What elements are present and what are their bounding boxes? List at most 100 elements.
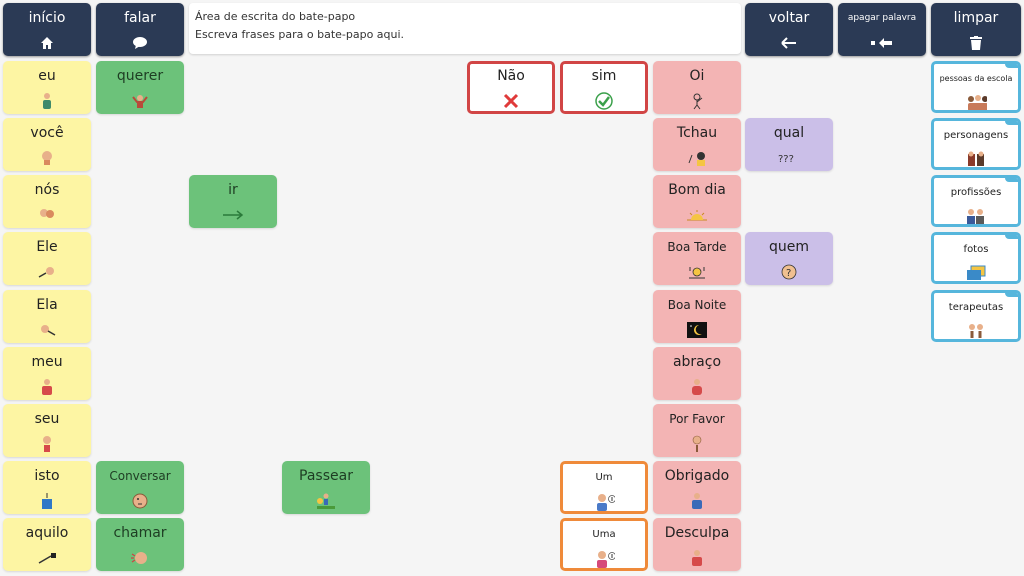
cross-icon <box>500 90 522 111</box>
verb-label: querer <box>116 68 164 84</box>
mine-icon <box>36 376 58 398</box>
group-icon <box>36 204 58 226</box>
clear-label: limpar <box>953 10 999 26</box>
pronoun-label: seu <box>34 411 60 427</box>
who-icon: ? <box>778 261 800 283</box>
question-qual[interactable]: qual ??? <box>745 118 833 171</box>
please-icon <box>686 433 708 455</box>
goodbye-icon <box>686 147 708 169</box>
answer-nao[interactable]: Não <box>467 61 555 114</box>
home-icon <box>36 32 58 54</box>
folder-label: personagens <box>943 130 1009 141</box>
pronoun-nos[interactable]: nós <box>3 175 91 228</box>
home-button[interactable]: início <box>3 3 91 56</box>
sorry-icon <box>686 547 708 569</box>
back-button[interactable]: voltar <box>745 3 833 56</box>
speak-label: falar <box>124 10 156 26</box>
pronoun-label: Ela <box>36 297 58 313</box>
verb-passear[interactable]: Passear <box>282 461 370 514</box>
hug-icon <box>686 376 708 398</box>
pointing-hand-icon <box>36 147 58 169</box>
verb-chamar[interactable]: chamar <box>96 518 184 571</box>
afternoon-sun-icon <box>686 261 708 283</box>
chat-writing-area[interactable]: Área de escrita do bate-papo Escreva fra… <box>189 3 741 54</box>
speak-button[interactable]: falar <box>96 3 184 56</box>
verb-label: ir <box>228 182 238 198</box>
social-oi[interactable]: Oi <box>653 61 741 114</box>
folder-personagens[interactable]: personagens <box>931 118 1021 170</box>
social-por-favor[interactable]: Por Favor <box>653 404 741 457</box>
article-uma[interactable]: Uma <box>560 518 648 571</box>
pronoun-ele[interactable]: Ele <box>3 232 91 285</box>
he-icon <box>36 261 58 283</box>
arrow-right-icon <box>222 204 244 226</box>
pronoun-aquilo[interactable]: aquilo <box>3 518 91 571</box>
answer-sim[interactable]: sim <box>560 61 648 114</box>
folder-terapeutas[interactable]: terapeutas <box>931 290 1021 342</box>
chat-area-title: Área de escrita do bate-papo <box>195 10 356 23</box>
photos-icon <box>965 264 987 281</box>
folder-pessoas-da-escola[interactable]: pessoas da escola <box>931 61 1021 113</box>
person-icon <box>36 90 58 112</box>
night-moon-icon <box>686 319 708 341</box>
social-boa-noite[interactable]: Boa Noite <box>653 290 741 343</box>
talking-face-icon <box>129 490 151 512</box>
folder-label: fotos <box>963 244 989 255</box>
verb-label: Passear <box>299 468 353 484</box>
backspace-icon <box>871 32 893 54</box>
home-label: início <box>28 10 66 26</box>
she-icon <box>36 319 58 341</box>
pronoun-label: eu <box>38 68 56 84</box>
social-obrigado[interactable]: Obrigado <box>653 461 741 514</box>
pronoun-label: nós <box>34 182 60 198</box>
chat-area-placeholder: Escreva frases para o bate-papo aqui. <box>195 28 405 41</box>
question-quem[interactable]: quem ? <box>745 232 833 285</box>
want-icon <box>129 90 151 112</box>
social-label: Boa Tarde <box>667 240 727 254</box>
pronoun-meu[interactable]: meu <box>3 347 91 400</box>
school-people-icon <box>965 93 987 110</box>
pronoun-isto[interactable]: isto <box>3 461 91 514</box>
pronoun-ela[interactable]: Ela <box>3 290 91 343</box>
clear-button[interactable]: limpar <box>931 3 1021 56</box>
pronoun-voce[interactable]: você <box>3 118 91 171</box>
one-woman-icon <box>593 549 615 568</box>
article-um[interactable]: Um <box>560 461 648 514</box>
pronoun-label: Ele <box>36 239 58 255</box>
delete-word-label: apagar palavra <box>847 13 917 23</box>
verb-ir[interactable]: ir <box>189 175 277 228</box>
folder-profissoes[interactable]: profissões <box>931 175 1021 227</box>
social-boa-tarde[interactable]: Boa Tarde <box>653 232 741 285</box>
verb-label: Conversar <box>109 469 171 483</box>
characters-icon <box>965 150 987 167</box>
social-abraco[interactable]: abraço <box>653 347 741 400</box>
back-label: voltar <box>768 10 810 26</box>
question-label: quem <box>768 239 809 255</box>
pronoun-eu[interactable]: eu <box>3 61 91 114</box>
verb-conversar[interactable]: Conversar <box>96 461 184 514</box>
question-label: qual <box>773 125 805 141</box>
thank-you-icon <box>686 490 708 512</box>
folder-label: pessoas da escola <box>939 74 1013 83</box>
social-label: Bom dia <box>668 182 726 198</box>
which-icon: ??? <box>778 147 800 169</box>
pronoun-seu[interactable]: seu <box>3 404 91 457</box>
svg-text:?: ? <box>786 268 791 279</box>
social-tchau[interactable]: Tchau <box>653 118 741 171</box>
verb-querer[interactable]: querer <box>96 61 184 114</box>
folder-fotos[interactable]: fotos <box>931 232 1021 284</box>
verb-label: chamar <box>113 525 167 541</box>
article-label: Uma <box>592 529 616 540</box>
yours-icon <box>36 433 58 455</box>
social-desculpa[interactable]: Desculpa <box>653 518 741 571</box>
pronoun-label: aquilo <box>25 525 69 541</box>
professions-icon <box>965 207 987 224</box>
svg-text:???: ??? <box>778 154 794 164</box>
answer-label: Não <box>497 68 525 84</box>
social-bom-dia[interactable]: Bom dia <box>653 175 741 228</box>
this-object-icon <box>36 490 58 512</box>
social-label: Boa Noite <box>667 298 727 312</box>
social-label: Oi <box>689 68 705 84</box>
folder-label: terapeutas <box>948 302 1004 313</box>
delete-word-button[interactable]: apagar palavra <box>838 3 926 56</box>
